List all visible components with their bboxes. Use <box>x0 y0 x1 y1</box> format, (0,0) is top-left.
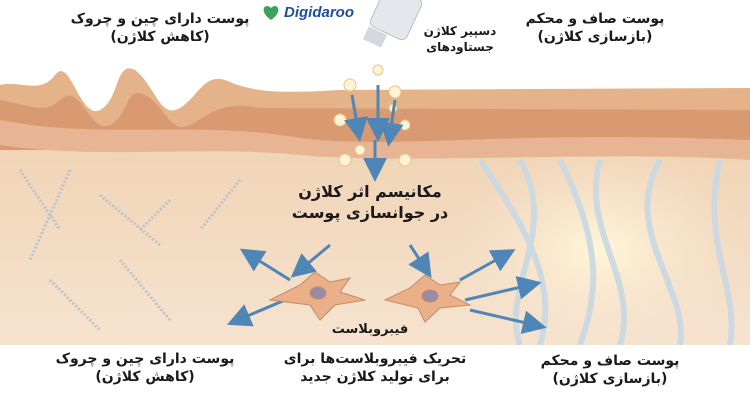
logo-heart-icon <box>263 5 279 20</box>
collagen-fibers-damaged <box>18 169 242 332</box>
logo-text: Digidaroo <box>284 4 354 21</box>
collagen-dispenser-icon <box>362 0 423 48</box>
label-fibroblast: فیبروبلاست <box>331 322 409 337</box>
fibroblast-cells <box>268 271 472 323</box>
flow-arrows <box>226 85 547 334</box>
label-wrinkled-skin-bottom: پوست دارای چین و چروک(کاهش کلاژن) <box>55 351 235 386</box>
label-smooth-skin-top: پوست صاف و محکم(بازسازی کلاژن) <box>525 11 665 46</box>
logo: Digidaroo <box>262 4 354 21</box>
label-smooth-skin-bottom: پوست صاف و محکم(بازسازی کلاژن) <box>540 353 680 388</box>
label-wrinkled-skin-top: پوست دارای چین و چروک(کاهش کلاژن) <box>70 11 250 46</box>
